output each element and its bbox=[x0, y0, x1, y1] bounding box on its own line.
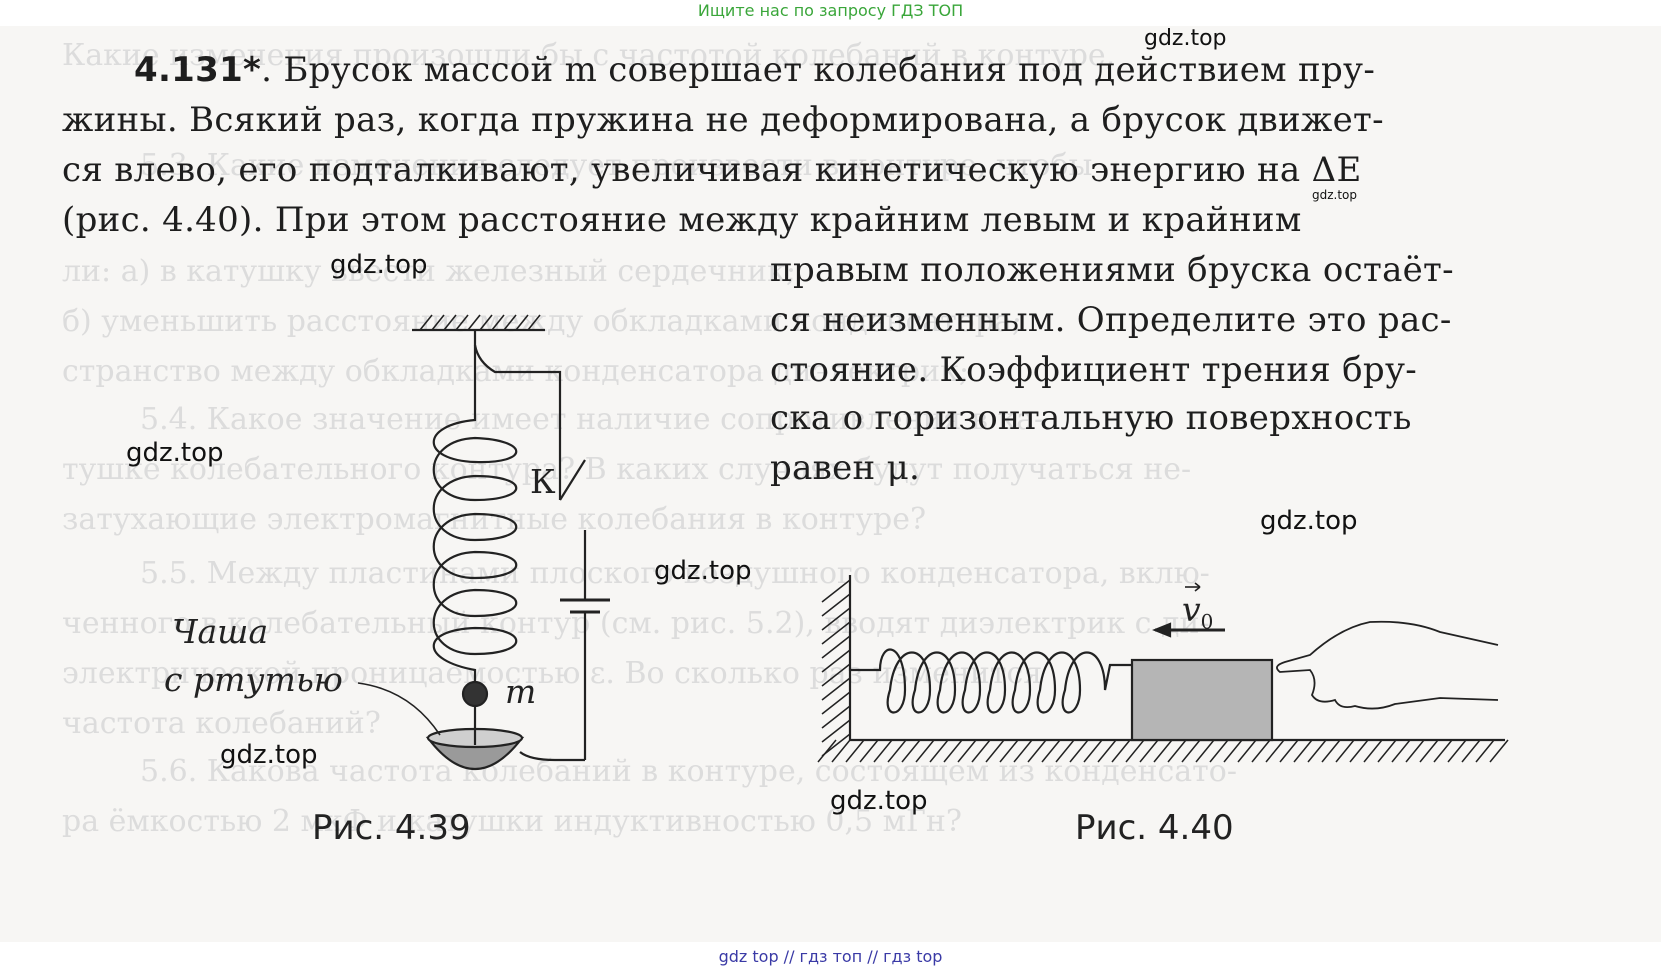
watermark: gdz.top bbox=[126, 438, 224, 468]
background-text-line: б) уменьшить расстояние между обкладками… bbox=[62, 304, 1022, 339]
cup-pointer bbox=[357, 682, 441, 736]
problem-line-6: ся неизменным. Определите это рас- bbox=[770, 300, 1452, 340]
background-text-line: Какие изменения произошли бы с частотой … bbox=[62, 38, 1116, 73]
switch-label: К bbox=[530, 462, 556, 501]
caption-fig-4-39: Рис. 4.39 bbox=[312, 808, 471, 848]
figure-4-39 bbox=[357, 314, 610, 771]
wire-to-cup bbox=[519, 751, 585, 762]
background-text-line: тушке колебательного контура? В каких сл… bbox=[62, 452, 1192, 487]
switch-blade bbox=[559, 459, 586, 501]
problem-line-4: (рис. 4.40). При этом расстояние между к… bbox=[62, 200, 1302, 240]
background-text-line: электрической проницаемостью ε. Во сколь… bbox=[62, 656, 1043, 691]
watermark: gdz.top bbox=[330, 250, 428, 280]
top-banner[interactable]: Ищите нас по запросу ГДЗ ТОП bbox=[697, 1, 964, 20]
mass-ball bbox=[461, 680, 489, 708]
wall-hatching bbox=[821, 579, 851, 757]
watermark: gdz.top bbox=[654, 556, 752, 586]
background-text-line: частота колебаний? bbox=[62, 706, 381, 741]
background-text-line: 5.3. Какие изменения следует произвести … bbox=[140, 148, 1093, 183]
background-text-line: ра ёмкостью 2 мкФ и катушки индуктивност… bbox=[62, 804, 962, 839]
block bbox=[1130, 658, 1274, 742]
caption-fig-4-40: Рис. 4.40 bbox=[1075, 808, 1234, 848]
problem-line-8: ска о горизонтальную поверхность bbox=[770, 398, 1412, 438]
bottom-banner[interactable]: gdz top // гдз топ // гдз top bbox=[718, 947, 943, 966]
background-text-line: 5.4. Какое значение имеет наличие сопрот… bbox=[140, 402, 1045, 437]
background-text-line: ченного в колебательный контур (см. рис.… bbox=[62, 606, 1210, 641]
problem-line-2: жины. Всякий раз, когда пружина не дефор… bbox=[62, 100, 1384, 140]
ceiling-hatching bbox=[419, 314, 541, 331]
problem-line-7: стояние. Коэффициент трения бру- bbox=[770, 350, 1418, 390]
problem-line-5: правым положениями бруска остаёт- bbox=[770, 250, 1454, 290]
spring-coils bbox=[432, 345, 518, 690]
velocity-arrowhead bbox=[1152, 622, 1172, 638]
cup-label-line2: с ртутью bbox=[164, 660, 343, 699]
background-text-line: ли: а) в катушку ввести железный сердечн… bbox=[62, 254, 797, 289]
background-text-line: затухающие электромагнитные колебания в … bbox=[62, 502, 927, 537]
spring-horizontal bbox=[850, 648, 1132, 714]
watermark: gdz.top bbox=[220, 740, 318, 770]
problem-line-9: равен μ. bbox=[770, 448, 921, 488]
watermark: gdz.top bbox=[830, 786, 928, 816]
background-text-line: 5.5. Между пластинами плоского воздушног… bbox=[140, 556, 1210, 591]
velocity-label: v0 bbox=[1182, 590, 1213, 634]
floor-hatching bbox=[817, 739, 1509, 763]
watermark: gdz.top bbox=[1260, 506, 1358, 536]
problem-text: . Брусок массой m совершает колебания по… bbox=[261, 50, 1376, 90]
background-text-line: 5.6. Какова частота колебаний в контуре,… bbox=[140, 754, 1237, 789]
problem-line-3: ся влево, его подталкивают, увеличивая к… bbox=[62, 150, 1362, 190]
hand-icon bbox=[1276, 620, 1499, 710]
figure-4-40 bbox=[817, 575, 1509, 763]
watermark: gdz.top bbox=[1144, 26, 1227, 51]
problem-line-1: 4.131*. Брусок массой m совершает колеба… bbox=[134, 50, 1375, 90]
velocity-subscript: 0 bbox=[1200, 609, 1214, 634]
watermark: gdz.top bbox=[1312, 188, 1358, 202]
problem-number: 4.131* bbox=[134, 50, 262, 90]
mass-label: m bbox=[505, 672, 537, 711]
textbook-page: Какие изменения произошли бы с частотой … bbox=[0, 26, 1661, 942]
cup-label-line1: Чаша bbox=[172, 612, 269, 651]
velocity-symbol: v bbox=[1182, 590, 1201, 629]
